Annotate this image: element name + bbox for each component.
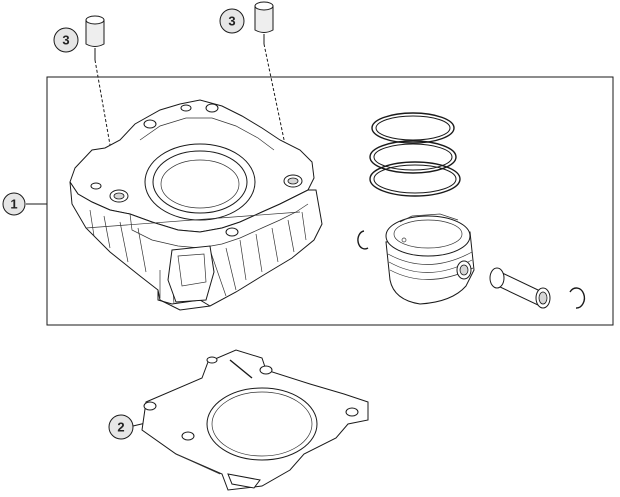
wrist-pin[interactable] bbox=[489, 267, 551, 309]
piston-ring-oil[interactable] bbox=[369, 161, 461, 197]
circlip-left[interactable] bbox=[357, 230, 369, 250]
callout-3-right-label: 3 bbox=[228, 14, 235, 29]
base-gasket[interactable] bbox=[141, 349, 369, 491]
callout-1-label: 1 bbox=[10, 197, 17, 212]
dowel-pin-right[interactable] bbox=[254, 1, 293, 179]
cylinder-block[interactable] bbox=[69, 99, 323, 311]
callout-3-left[interactable]: 3 bbox=[53, 27, 79, 53]
piston[interactable] bbox=[385, 213, 475, 305]
callout-2[interactable]: 2 bbox=[108, 414, 151, 440]
assembly-frame bbox=[46, 76, 614, 326]
callout-1[interactable]: 1 bbox=[2, 192, 47, 216]
piston-ring-top[interactable] bbox=[371, 112, 455, 144]
circlip-right[interactable] bbox=[569, 287, 586, 309]
callout-2-label: 2 bbox=[117, 420, 124, 435]
callout-3-left-label: 3 bbox=[62, 33, 69, 48]
piston-ring-middle[interactable] bbox=[369, 140, 457, 174]
callout-3-right[interactable]: 3 bbox=[219, 8, 245, 34]
